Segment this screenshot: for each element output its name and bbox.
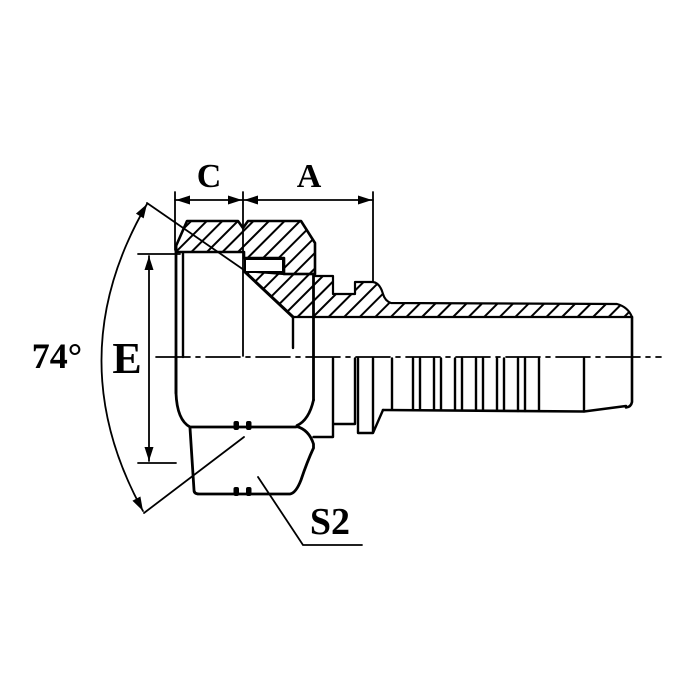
dim-label-e: E — [112, 334, 141, 383]
dim-a-arrow-right — [358, 195, 372, 205]
angle-arc-arrow-top — [135, 204, 147, 219]
angle-dimension-74 — [100, 202, 245, 514]
hex-nut-outline — [174, 355, 315, 496]
dim-label-a: A — [297, 158, 322, 195]
hex-size-label: S2 — [310, 501, 350, 543]
angle-label: 74° — [32, 336, 82, 376]
barb-groove-edges — [390, 357, 586, 413]
tail-end-face — [624, 315, 634, 409]
dimension-c — [174, 191, 244, 357]
nipple-section-hatched — [242, 269, 634, 319]
fitting-body — [155, 219, 662, 496]
dim-a-arrow-left — [244, 195, 258, 205]
dimension-a — [242, 191, 374, 282]
angle-line-lower — [143, 436, 245, 514]
dim-e-arrow-top — [144, 256, 154, 270]
angle-arc-arrow-bottom — [132, 496, 143, 511]
dim-e-extension-lines — [137, 253, 181, 464]
dim-c-arrow-left — [176, 195, 190, 205]
thread-relief — [244, 258, 284, 273]
hex-size-leader — [257, 476, 363, 546]
dim-c-arrow-right — [228, 195, 242, 205]
angle-arc — [100, 203, 148, 512]
hex-face-marks — [233, 421, 252, 496]
angle-line-upper — [146, 202, 245, 271]
collar-bottom-profile — [312, 357, 385, 439]
dim-c-extension-lines — [174, 191, 244, 357]
cone-seat-line — [242, 269, 295, 319]
dim-e-arrow-bottom — [144, 447, 154, 461]
dimension-e — [137, 253, 181, 464]
dim-label-c: C — [197, 158, 222, 195]
